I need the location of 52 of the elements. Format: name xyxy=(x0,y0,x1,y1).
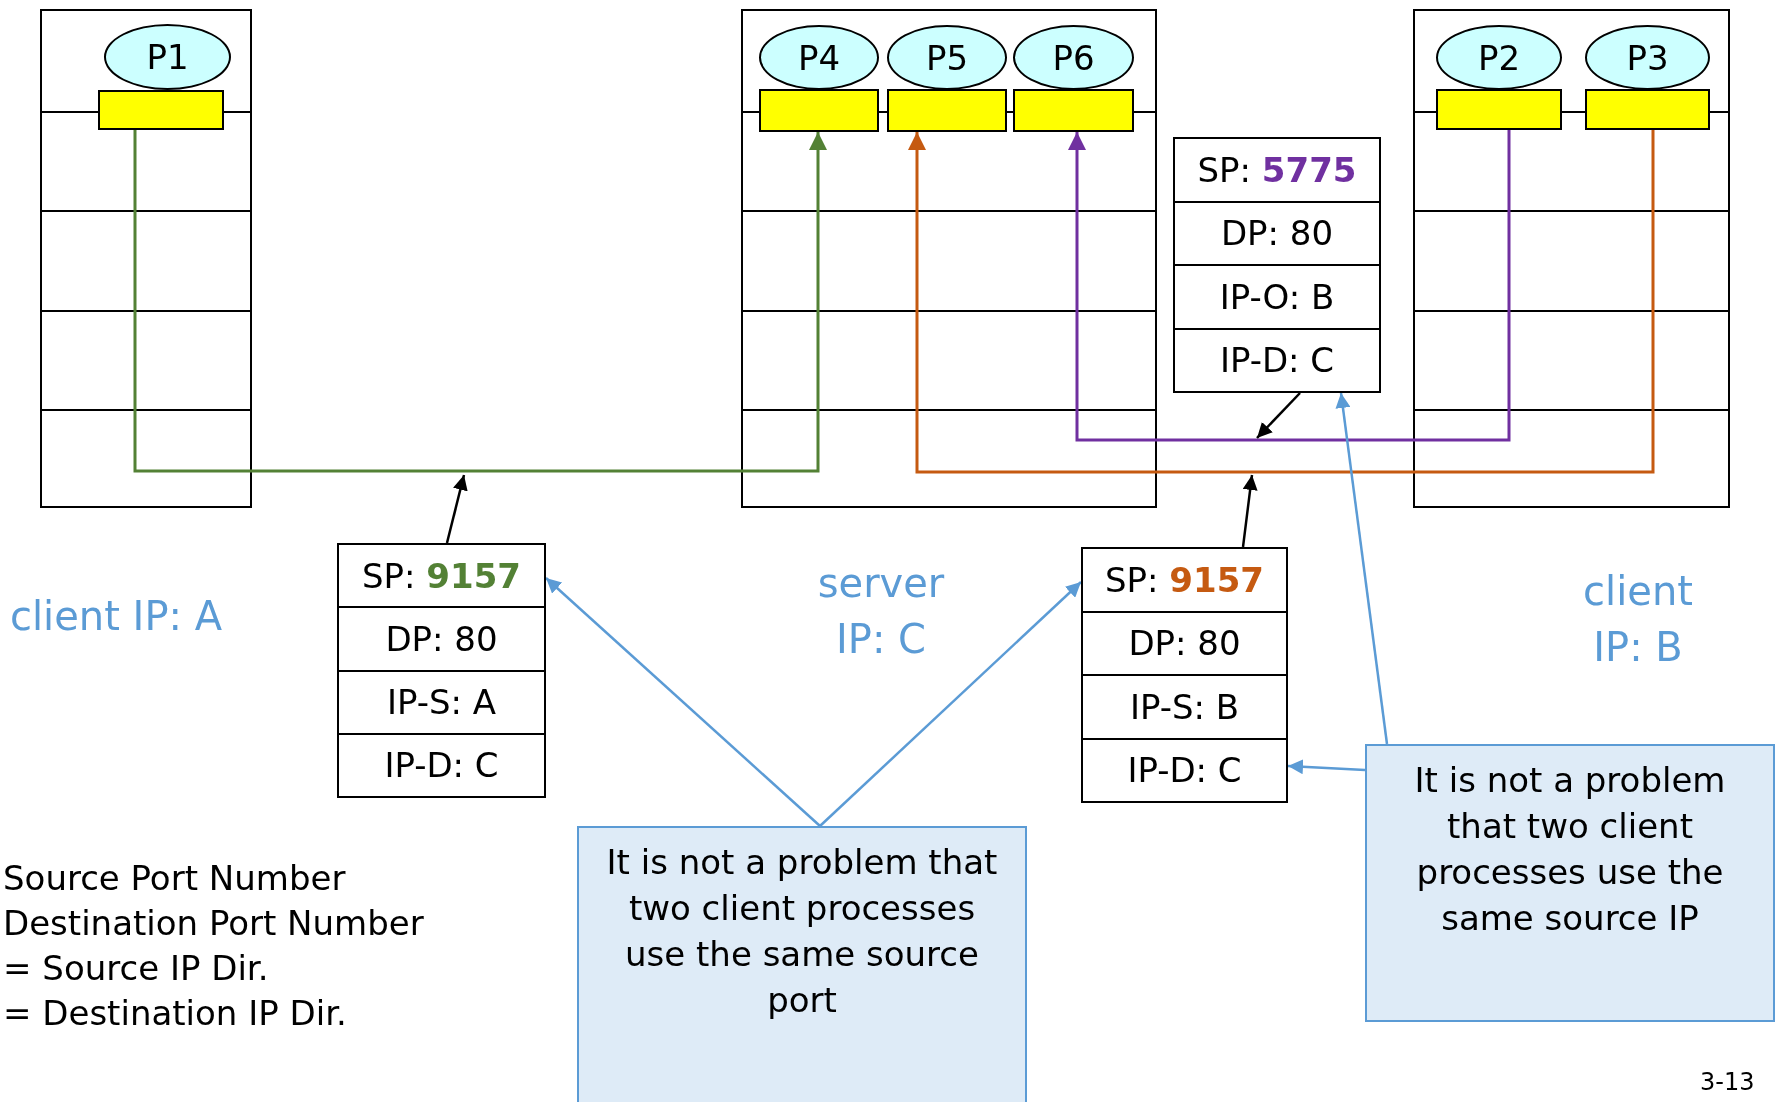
legend-text: Destination Port Number xyxy=(3,903,424,943)
host-address-label: client IP: B xyxy=(1582,567,1694,672)
host-address-label: server IP: C xyxy=(816,559,946,664)
process-ellipse: P4 xyxy=(759,25,879,90)
header-field: IP-D: C xyxy=(1175,327,1379,391)
header-field: DP: 80 xyxy=(339,606,544,670)
arrow xyxy=(819,581,1082,827)
page-number: 3-13 xyxy=(1700,1068,1755,1096)
process-ellipse: P5 xyxy=(887,25,1007,90)
header-field: SP: 9157 xyxy=(339,545,544,607)
socket-box xyxy=(1013,89,1134,132)
host-address-label: client IP: A xyxy=(10,592,223,641)
header-field: DP: 80 xyxy=(1175,200,1379,264)
socket-box xyxy=(759,89,879,132)
leader-line xyxy=(1241,474,1258,548)
header-field: SP: 9157 xyxy=(1083,549,1286,611)
arrow xyxy=(133,130,827,473)
header-field: IP-D: C xyxy=(339,732,544,796)
callout-box xyxy=(577,826,1027,1102)
host-protocol-stack xyxy=(40,9,252,508)
host-protocol-stack xyxy=(1413,9,1730,508)
header-field: IP-D: C xyxy=(1083,737,1286,801)
socket-box xyxy=(1436,89,1562,130)
process-ellipse: P3 xyxy=(1585,25,1710,90)
process-ellipse: P6 xyxy=(1013,25,1134,90)
leader-line xyxy=(1256,392,1301,439)
host-protocol-stack xyxy=(741,9,1157,508)
socket-box xyxy=(98,90,224,130)
process-ellipse: P1 xyxy=(104,24,231,90)
socket-box xyxy=(1585,89,1710,130)
callout-text: It is not a problem that two client processes use the same source port xyxy=(605,841,999,1022)
socket-box xyxy=(887,89,1007,132)
legend-text: = Source IP Dir. xyxy=(3,948,269,988)
header-field: IP-S: A xyxy=(339,669,544,733)
arrow xyxy=(1335,392,1389,745)
header-field: SP: 5775 xyxy=(1175,139,1379,201)
segment-header-table xyxy=(1081,547,1288,803)
callout-box xyxy=(1365,744,1775,1022)
header-field: IP-S: B xyxy=(1083,674,1286,738)
legend-text: Source Port Number xyxy=(3,858,346,898)
arrow xyxy=(1287,759,1366,775)
segment-header-table xyxy=(1173,137,1381,393)
legend-text: = Destination IP Dir. xyxy=(3,993,347,1033)
header-field: IP-O: B xyxy=(1175,264,1379,328)
callout-text: It is not a problem that two client processes use the same source IP xyxy=(1413,759,1727,940)
leader-line xyxy=(445,474,468,544)
process-ellipse: P2 xyxy=(1436,25,1562,90)
segment-header-table xyxy=(337,543,546,798)
arrow xyxy=(908,130,1655,474)
arrow xyxy=(1068,130,1511,442)
header-field: DP: 80 xyxy=(1083,610,1286,674)
arrow xyxy=(545,577,821,827)
